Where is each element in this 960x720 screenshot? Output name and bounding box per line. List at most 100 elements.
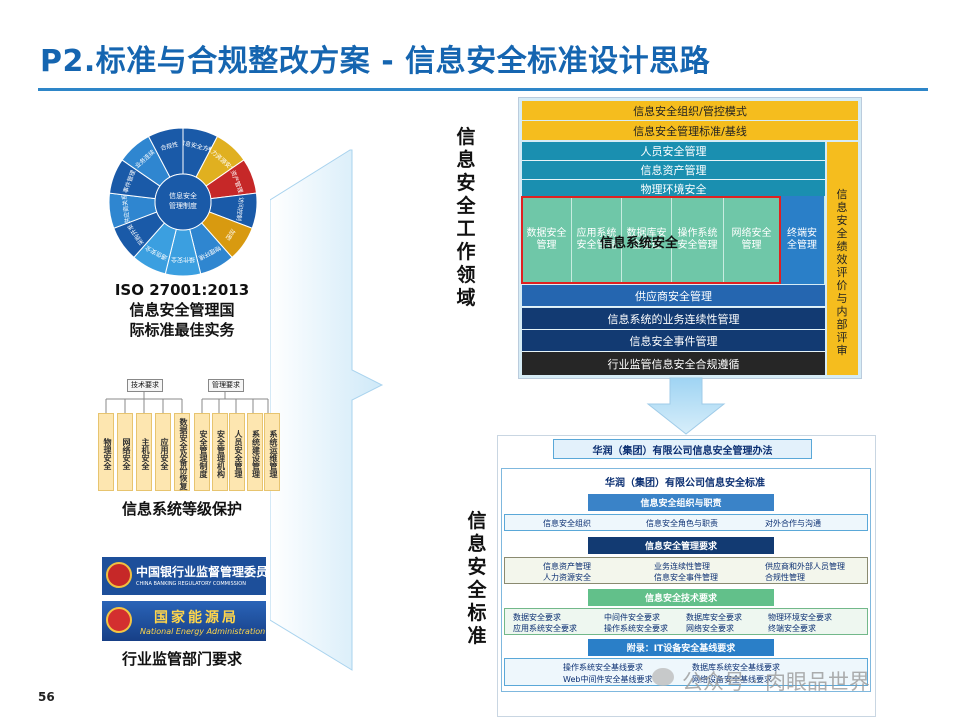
iso-wheel: 信息安全方针人力资源安全资产管理访问控制加密物理环境操作安全通信安全采购开发供应…: [108, 127, 258, 277]
sec2-item: 供应商和外部人员管理: [765, 562, 845, 571]
label-char: 信: [456, 126, 476, 148]
label-char: 安: [456, 172, 476, 194]
sec3-item: 操作系统安全要求: [604, 624, 668, 633]
level-item: 系统运维管理: [264, 413, 280, 491]
level-item: 安全管理机构: [211, 413, 228, 491]
label-char: 领: [456, 264, 476, 286]
nea-name-en: National Energy Administration: [140, 627, 266, 636]
nea-name: 国家能源局: [154, 610, 239, 626]
sec-tech-box: [504, 608, 868, 635]
level-caption: 信息系统等级保护: [121, 500, 242, 518]
sec-appendix-box: [504, 658, 868, 686]
label-char: 息: [836, 201, 848, 214]
cbrc-banner: 中国银行业监督管理委员会 CHINA BANKING REGULATORY CO…: [102, 557, 266, 595]
sec2-item: 信息安全事件管理: [654, 573, 718, 582]
col-data-security: 数据安全管理: [522, 196, 572, 284]
band-supplier: 供应商安全管理: [522, 285, 825, 307]
sec1-item: 信息安全角色与职责: [646, 519, 718, 528]
iso-sector-label: 操作安全: [171, 256, 195, 264]
band-org-control: 信息安全组织/管控模式: [522, 101, 858, 120]
label-char: 全: [836, 227, 848, 240]
iso-sector-label: 访问控制: [235, 197, 246, 222]
label-char: 全: [467, 579, 487, 601]
label-char: 域: [456, 287, 476, 309]
label-char: 评: [836, 331, 848, 344]
measures-title: 华润（集团）有限公司信息安全管理办法: [553, 439, 812, 459]
iso-sector-label: 供应商关系: [120, 194, 132, 225]
standard-frame: [501, 468, 871, 692]
tree-lines: [105, 391, 269, 413]
iso-center-label: 管理制度: [169, 201, 197, 210]
performance-review-bar: [827, 142, 858, 375]
label-char: 息: [467, 533, 487, 555]
sec3-item: 网络安全要求: [686, 624, 734, 633]
band-baseline: 信息安全管理标准/基线: [522, 121, 858, 140]
level-item: 主机安全: [136, 413, 152, 491]
label-char: 全: [456, 195, 476, 217]
col-app-security: 应用系统安全管理: [572, 196, 622, 284]
cbrc-name: 中国银行业监督管理委员会: [136, 565, 266, 579]
sec-appendix-header: 附录：IT设备安全基线要求: [588, 639, 774, 656]
level-item: 应用安全: [155, 413, 171, 491]
band-compliance: 行业监管信息安全合规遵循: [522, 352, 825, 375]
label-char: 与: [836, 292, 848, 305]
label-char: 准: [467, 625, 487, 647]
page-number: 56: [38, 690, 55, 704]
standard-title: 华润（集团）有限公司信息安全标准: [605, 478, 765, 489]
cbrc-name-en: CHINA BANKING REGULATORY COMMISSION: [136, 581, 246, 587]
sec2-item: 人力资源安全: [543, 573, 591, 582]
label-char: 标: [467, 602, 487, 624]
system-security-label: 信息系统安全: [600, 236, 679, 251]
col-network-security: 网络安全管理: [724, 196, 780, 284]
level-item: 数据安全及备份恢复: [174, 413, 190, 491]
sec4-item: 网络设备安全基线要求: [692, 675, 772, 684]
level-item: 人员安全管理: [229, 413, 245, 491]
label-char: 安: [836, 214, 848, 227]
reg-caption: 行业监管部门要求: [121, 650, 242, 668]
label-char: 评: [836, 266, 848, 279]
label-char: 息: [456, 149, 476, 171]
sec4-item: 操作系统安全基线要求: [563, 663, 643, 672]
sec3-item: 数据库安全要求: [686, 613, 742, 622]
sec4-item: 数据库系统安全基线要求: [692, 663, 780, 672]
flow-arrow: [270, 149, 384, 671]
sec3-item: 中间件安全要求: [604, 613, 660, 622]
mgmt-req-node: 管理要求: [208, 379, 244, 392]
label-char: 信: [836, 188, 848, 201]
iso-center-label: 信息安全: [169, 191, 197, 200]
sec-org-box: [504, 514, 868, 531]
label-char: 部: [836, 318, 848, 331]
sec4-item: Web中间件安全基线要求: [563, 675, 653, 684]
cbrc-emblem-icon: [106, 562, 132, 588]
band-personnel: 人员安全管理: [522, 142, 825, 161]
sec2-item: 信息资产管理: [543, 562, 591, 571]
label-char: 工: [456, 218, 476, 240]
iso-center: [154, 173, 212, 231]
down-arrow: [646, 377, 726, 435]
tech-req-node: 技术要求: [127, 379, 163, 392]
band-assets: 信息资产管理: [522, 161, 825, 180]
watermark: 公众号 · 肉眼品世界: [682, 670, 871, 694]
sec2-item: 合规性管理: [765, 573, 805, 582]
label-char: 效: [836, 253, 848, 266]
level-item: 物理安全: [98, 413, 114, 491]
sec1-item: 对外合作与沟通: [765, 519, 821, 528]
sec1-item: 信息安全组织: [543, 519, 591, 528]
label-char: 内: [836, 305, 848, 318]
col-db-security: 数据库安全管理: [622, 196, 672, 284]
wechat-icon: [652, 668, 674, 686]
label-char: 审: [836, 344, 848, 357]
sec-org-header: 信息安全组织与职责: [588, 494, 774, 511]
performance-review-label: 信息安全绩效评价与内部评审: [833, 188, 851, 357]
label-char: 安: [467, 556, 487, 578]
label-char: 绩: [836, 240, 848, 253]
page-title: P2.标准与合规整改方案 - 信息安全标准设计思路: [40, 44, 711, 79]
sec-tech-header: 信息安全技术要求: [588, 589, 774, 606]
col-terminal-security: 终端安全管理: [780, 196, 825, 284]
level-item: 网络安全: [117, 413, 133, 491]
standard-label: 信息安全标准: [466, 510, 488, 648]
national-emblem-icon: [106, 607, 132, 633]
title-rule: [38, 88, 928, 91]
label-char: 价: [836, 279, 848, 292]
label-char: 作: [456, 241, 476, 263]
